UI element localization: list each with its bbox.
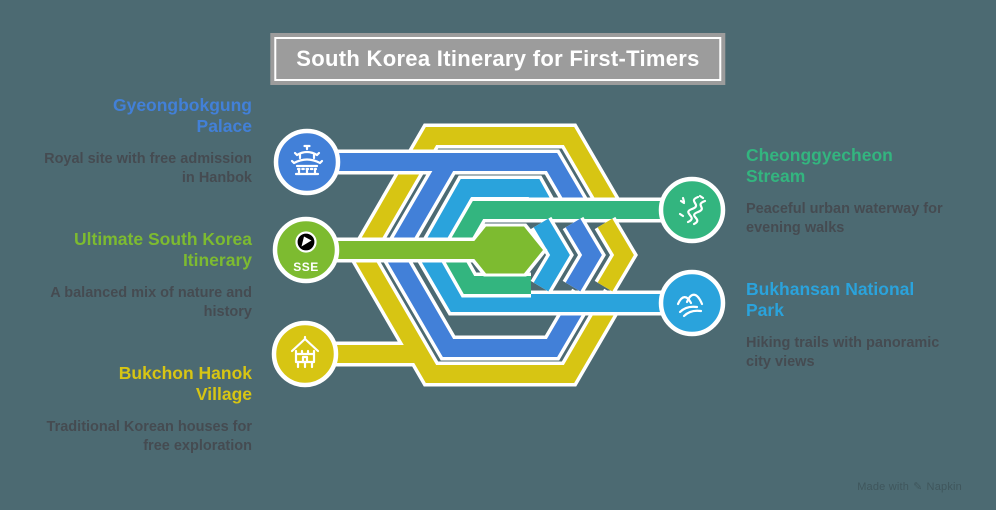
compass-direction-label: SSE [293, 260, 319, 274]
item-title-line: Park [746, 300, 784, 320]
chevron-yellow [597, 218, 634, 292]
compass-node: SSE [272, 216, 340, 284]
stream-node [658, 176, 726, 244]
item-description-line: history [203, 304, 252, 320]
item-description-line: in Hanbok [181, 170, 252, 186]
item-description: Peaceful urban waterway for evening walk… [746, 200, 943, 238]
item-description-line: A balanced mix of nature and [50, 285, 252, 301]
item-title-line: Bukchon Hanok [118, 363, 252, 383]
palace-icon [290, 144, 324, 176]
watermark-brand: Napkin [926, 480, 962, 493]
flow-chevrons [530, 216, 638, 294]
pen-icon: ✎ [913, 481, 923, 493]
item-title: Bukchon Hanok Village [47, 363, 252, 405]
item-title: Gyeongbokgung Palace [44, 95, 252, 137]
item-title-line: Palace [196, 116, 252, 136]
item-gyeongbokgung-palace: Gyeongbokgung Palace Royal site with fre… [44, 95, 252, 188]
item-description-line: free exploration [143, 438, 252, 454]
compass-icon [295, 231, 317, 253]
blue-route [307, 149, 594, 361]
item-description-line: city views [746, 354, 815, 370]
blue-route-line [307, 153, 591, 357]
item-title-line: Itinerary [182, 250, 252, 270]
chevron-blue [565, 218, 602, 292]
item-title: Bukhansan National Park [746, 279, 939, 321]
stream-icon [678, 194, 707, 226]
item-ultimate-south-korea-itinerary: Ultimate South Korea Itinerary A balance… [50, 229, 252, 322]
watermark: Made with ✎ Napkin [857, 480, 962, 494]
item-bukhansan-national-park: Bukhansan National Park Hiking trails wi… [746, 279, 939, 372]
item-description-line: Peaceful urban waterway for [746, 201, 943, 217]
item-description: Hiking trails with panoramic city views [746, 334, 939, 372]
item-title-line: Stream [746, 166, 806, 186]
item-title-line: Gyeongbokgung [112, 95, 252, 115]
item-bukchon-hanok-village: Bukchon Hanok Village Traditional Korean… [47, 363, 252, 456]
title-box: South Korea Itinerary for First-Timers [270, 33, 726, 85]
item-cheonggyecheon-stream: Cheonggyecheon Stream Peaceful urban wat… [746, 145, 943, 238]
item-description-line: Traditional Korean houses for [46, 419, 252, 435]
item-description: Traditional Korean houses for free explo… [47, 418, 252, 456]
item-title: Ultimate South Korea Itinerary [50, 229, 252, 271]
item-description: A balanced mix of nature and history [50, 284, 252, 322]
item-description: Royal site with free admission in Hanbok [44, 150, 252, 188]
page-title: South Korea Itinerary for First-Timers [274, 37, 722, 81]
hanok-node [271, 320, 339, 388]
chevron-cyan [533, 218, 570, 292]
palace-node-circle [273, 128, 341, 196]
item-title-line: Village [195, 384, 252, 404]
item-description-line: Hiking trails with panoramic [746, 335, 940, 351]
palace-node [273, 128, 341, 196]
item-title: Cheonggyecheon Stream [746, 145, 943, 187]
mountain-node [658, 269, 726, 337]
core-hexagon [467, 226, 543, 274]
item-title-line: Cheonggyecheon [746, 145, 893, 165]
item-title-line: Ultimate South Korea [74, 229, 252, 249]
item-description-line: Royal site with free admission [44, 151, 252, 167]
cyan-route-line [417, 179, 692, 312]
watermark-made-with: Made with [857, 480, 910, 493]
item-description-line: evening walks [746, 220, 845, 236]
mountain-icon [676, 293, 704, 318]
item-title-line: Bukhansan National [746, 279, 915, 299]
cyan-route [413, 175, 692, 316]
hanok-icon [290, 335, 320, 369]
